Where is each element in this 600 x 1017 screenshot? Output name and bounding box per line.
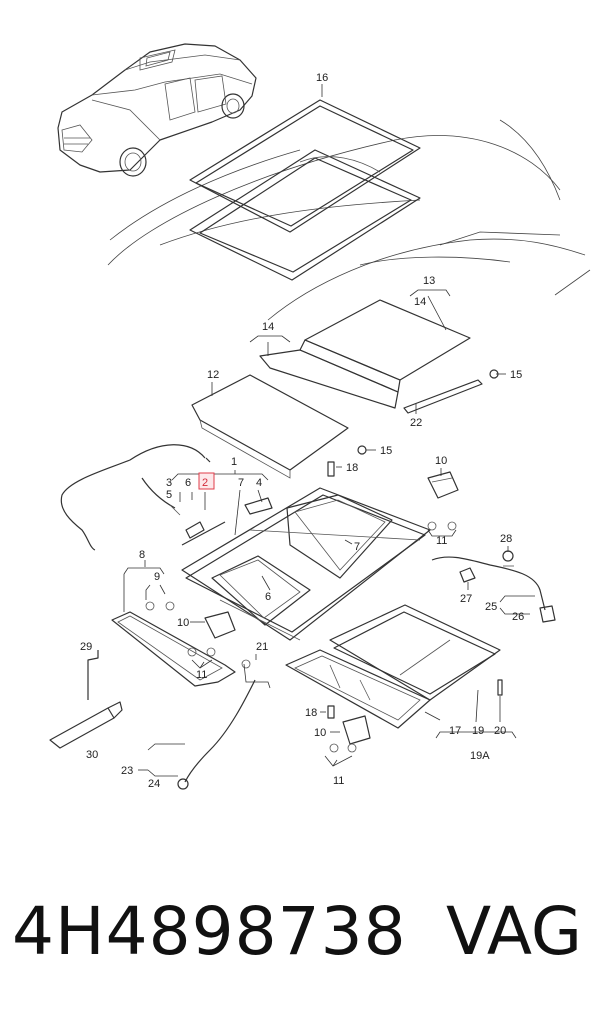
glass-panel-rear [259,299,471,409]
callout-21: 21 [256,641,268,653]
callout-5: 5 [166,489,172,501]
callout-8: 8 [139,549,145,561]
connector-26 [539,605,556,623]
guide-rail [285,649,431,729]
callout-1: 1 [231,456,237,468]
wind-deflector-strip [403,379,483,414]
glass-panel-front [191,374,349,479]
callout-10c: 10 [314,727,326,739]
callout-10a: 10 [435,455,447,467]
motor-unit-rear [427,471,459,499]
callout-6b: 6 [265,591,271,603]
drain-hose-rear [431,556,546,611]
callout-27: 27 [460,593,472,605]
callout-29: 29 [80,641,92,653]
seal-strip-side [111,611,236,687]
callout-17: 17 [449,725,461,737]
sunroof-frame [181,487,431,641]
bracket-27 [459,567,476,583]
roof-outline [107,119,591,321]
motor-unit-front [204,611,236,639]
callout-11a: 11 [436,535,447,547]
callout-7a: 7 [238,477,244,489]
roof-seal [189,99,421,281]
callout-10b: 10 [177,617,189,629]
callout-15b: 15 [380,445,392,457]
car-thumbnail [57,43,257,177]
callout-28: 28 [500,533,512,545]
callout-labels: 16 13 14 15 12 14 22 15 18 1 2 3 4 5 6 7… [80,72,524,790]
callout-11c: 11 [333,775,344,787]
callout-4: 4 [256,477,262,489]
sunshade-blind [329,604,501,701]
callout-19A: 19A [470,750,490,762]
part-number: 4H4898738 [12,893,407,970]
callout-9: 9 [154,571,160,583]
washer-group [145,521,457,753]
highlight-box [198,472,215,490]
motor-unit-lower [342,715,371,745]
callout-26: 26 [512,611,524,623]
callout-14a: 14 [414,296,426,308]
callout-13: 13 [423,275,435,287]
callout-7b: 7 [354,541,360,553]
callout-24: 24 [148,778,160,790]
clip-28 [502,550,514,567]
parts-diagram: 16 13 14 15 12 14 22 15 18 1 2 3 4 5 6 7… [49,43,591,790]
spring-parts [169,497,273,546]
callout-19: 19 [472,725,484,737]
callout-23: 23 [121,765,133,777]
callout-2-highlighted: 2 [202,477,208,489]
drain-hose-front-right [177,679,256,790]
callout-14b: 14 [262,321,274,333]
callout-15a: 15 [510,369,522,381]
callout-6a: 6 [185,477,191,489]
callout-25: 25 [485,601,497,613]
callout-3: 3 [166,477,172,489]
brand-label: VAG [446,893,583,970]
leader-lines [123,84,535,777]
grease-tube-30 [49,701,123,749]
callout-20: 20 [494,725,506,737]
callout-22: 22 [410,417,422,429]
callout-16: 16 [316,72,328,84]
callout-11b: 11 [196,669,207,681]
callout-12: 12 [207,369,219,381]
callout-18a: 18 [346,462,358,474]
callout-30: 30 [86,749,98,761]
tool-29 [87,650,99,700]
screw-18a [327,461,335,477]
screw-15b [357,445,367,455]
screw-20 [497,679,503,696]
screw-18b [327,705,335,719]
callout-18b: 18 [305,707,317,719]
